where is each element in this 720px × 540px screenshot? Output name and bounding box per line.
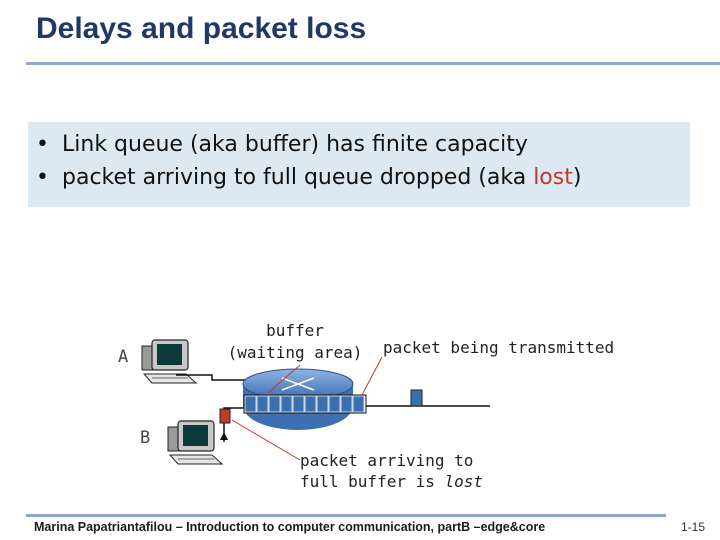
transmitted-packet xyxy=(410,389,423,407)
buffer-callout-line xyxy=(267,364,301,394)
transmitted-callout-line xyxy=(361,356,383,396)
buffer-label-line1: buffer xyxy=(266,321,324,340)
buffer-label-line2: (waiting area) xyxy=(228,343,363,362)
bullet-item-1: • Link queue (aka buffer) has finite capa… xyxy=(36,128,690,161)
slide-title: Delays and packet loss xyxy=(36,12,367,45)
lost-label-prefix: full buffer is xyxy=(300,472,445,491)
host-b-computer-icon xyxy=(167,420,224,465)
transmitted-label: packet being transmitted xyxy=(383,338,614,357)
bullet-box: • Link queue (aka buffer) has finite capa… xyxy=(28,122,690,207)
bullet-text-suffix: ) xyxy=(572,165,582,190)
footer-divider xyxy=(26,514,666,517)
host-b-label: B xyxy=(140,428,150,448)
link-a-router xyxy=(176,374,260,381)
bullet-highlight-lost: lost xyxy=(533,165,573,190)
lost-label-emph: lost xyxy=(445,472,484,491)
lost-callout-line xyxy=(231,419,301,461)
bullet-text: Link queue (aka buffer) has finite capac… xyxy=(62,132,528,157)
bullet-marker: • xyxy=(36,132,49,157)
lost-label-line1: packet arriving to xyxy=(300,451,473,470)
queued-packets xyxy=(244,395,365,413)
host-a-label: A xyxy=(118,347,128,367)
host-a-computer-icon xyxy=(141,339,198,384)
bullet-item-2: • packet arriving to full queue dropped (… xyxy=(36,161,690,194)
arrow-up-icon xyxy=(220,432,228,440)
title-divider xyxy=(26,62,720,65)
footer-text: Marina Papatriantafilou – Introduction t… xyxy=(34,520,546,534)
bullet-marker: • xyxy=(36,165,49,190)
lost-label-line2: full buffer is lost xyxy=(300,472,483,491)
bullet-text: packet arriving to full queue dropped (a… xyxy=(62,165,534,190)
page-number: 1-15 xyxy=(681,520,706,534)
arriving-packet xyxy=(219,408,231,424)
